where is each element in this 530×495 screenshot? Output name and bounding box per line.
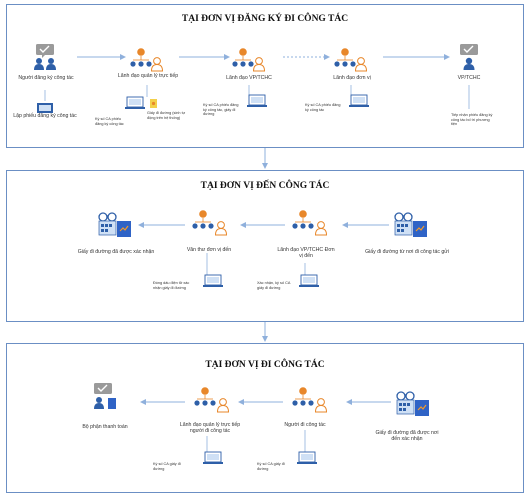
node-traveler: Người đi công tác [284, 422, 326, 428]
laptop-icon [348, 94, 370, 108]
node-office-leader: Lãnh đạo VP/TCHC Đơn vị đến [277, 247, 335, 259]
person-outline-icon [151, 57, 163, 72]
panel-traveling-unit: TẠI ĐƠN VỊ ĐI CÔNG TÁC Bộ phận thanh toá… [6, 343, 524, 493]
org-chart-icon [333, 47, 357, 68]
node-direct-manager: Lãnh đạo quản lý trực tiếp người đi công… [179, 422, 241, 434]
org-chart-icon [193, 386, 217, 407]
node-office: VP/TCHC [457, 75, 481, 81]
note-paper: Giấy đi đường (sinh tự động trên hệ thốn… [147, 111, 186, 120]
laptop-icon [202, 451, 224, 465]
note-sign-ca-both: Ký số CA phiếu đăng ký công tác, giấy đi… [203, 103, 239, 117]
panel1-graphics [33, 43, 478, 113]
laptop-icon [296, 451, 318, 465]
panel-registering-unit: TẠI ĐƠN VỊ ĐĂNG KÝ ĐI CÔNG TÁC [6, 4, 524, 148]
note-create-form: Lập phiếu đăng ký công tác [13, 113, 77, 119]
node-clerk: Văn thư đơn vị đến [186, 247, 232, 253]
node-direct-manager: Lãnh đạo quản lý trực tiếp [117, 73, 179, 79]
person-outline-icon [315, 221, 327, 236]
note-sign-traveler: Ký số CA giấy đi đường [257, 462, 285, 471]
panel-destination-unit: TẠI ĐƠN VỊ ĐẾN CÔNG TÁC Giấy đi đường đã… [6, 170, 524, 322]
node-right-doc: Giấy đi đường từ nơi đi công tác gửi [365, 249, 449, 255]
binocular-document-icon [396, 391, 430, 417]
note-sign-ca-both2: Ký số CA phiếu đăng ký công tác [305, 103, 341, 112]
person-outline-icon [315, 398, 327, 413]
node-right-doc: Giấy đi đường đã được nơi đến xác nhận [375, 430, 439, 442]
note-stamp: Đóng dấu điện tử xác nhận giấy đi đường [153, 281, 190, 290]
people-chat-icon [33, 43, 57, 71]
panel-title: TẠI ĐƠN VỊ ĐĂNG KÝ ĐI CÔNG TÁC [181, 14, 349, 24]
panel2-graphics [98, 209, 428, 288]
panel-title: TẠI ĐƠN VỊ ĐI CÔNG TÁC [205, 360, 325, 370]
node-accounting: Bộ phận thanh toán [82, 424, 128, 430]
node-office-leader: Lãnh đạo VP/TCHC [226, 75, 272, 81]
person-outline-icon [217, 398, 229, 413]
form-laptop-icon [37, 103, 53, 113]
panel-title: TẠI ĐƠN VỊ ĐẾN CÔNG TÁC [200, 181, 330, 191]
note-sign-manager: Ký số CA giấy đi đường [153, 462, 181, 471]
org-chart-icon [129, 47, 153, 68]
person-outline-icon [355, 57, 367, 72]
accounting-icon [94, 383, 116, 409]
note-sign-ca-form: Ký số CA phiếu đăng ký công tác [95, 117, 124, 126]
org-chart-icon [231, 47, 255, 68]
panel3-graphics [94, 383, 430, 465]
certificate-icon [150, 99, 157, 108]
laptop-icon [246, 94, 268, 108]
laptop-icon [124, 96, 146, 110]
org-chart-icon [291, 209, 315, 230]
binocular-document-icon [394, 212, 428, 238]
org-chart-icon [191, 209, 215, 230]
note-receive: Tiếp nhận phiếu đăng ký công tác bố trí … [451, 113, 493, 127]
laptop-icon [202, 274, 224, 288]
note-confirm: Xác nhận, ký số CA giấy đi đường [257, 281, 291, 290]
person-outline-icon [253, 57, 265, 72]
person-outline-icon [215, 221, 227, 236]
people-chat-icon [460, 44, 478, 70]
node-left-doc: Giấy đi đường đã được xác nhận [77, 249, 155, 255]
binocular-document-icon [98, 212, 132, 238]
node-unit-leader: Lãnh đạo đơn vị [333, 75, 371, 81]
node-registrant: Người đăng ký công tác [18, 75, 74, 81]
laptop-icon [298, 274, 320, 288]
org-chart-icon [291, 386, 315, 407]
